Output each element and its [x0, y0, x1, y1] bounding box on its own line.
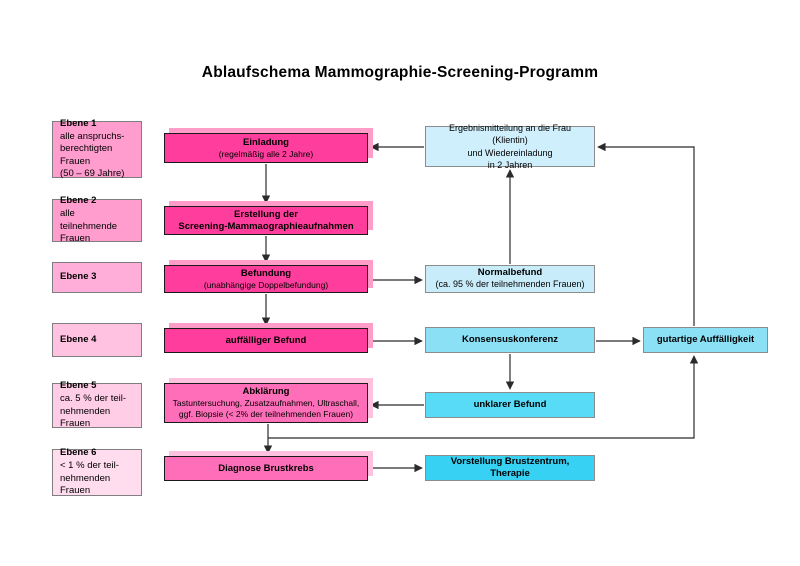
outcome-box-vorstellung-brustzentrum: Vorstellung Brustzentrum, Therapie [425, 455, 595, 481]
outcome-title: Vorstellung Brustzentrum, Therapie [450, 455, 570, 479]
step-title: Abklärung [242, 386, 290, 398]
outcome-box-normalbefund: Normalbefund (ca. 95 % der teilnehmenden… [425, 265, 595, 293]
step-box-auffaelliger-befund: auffälliger Befund [164, 328, 368, 353]
level-label: Ebene 1 [60, 118, 97, 130]
outcome-box-gutartige-auffaelligkeit: gutartige Auffälligkeit [643, 327, 768, 353]
level-desc: ca. 5 % der teil- nehmenden Frauen [60, 392, 126, 430]
outcome-box-ergebnismitteilung: Ergebnismitteilung an die Frau (Klientin… [425, 123, 595, 170]
level-desc: alle teilnehmende Frauen [60, 207, 118, 245]
level-box-ebene-2: Ebene 2 alle teilnehmende Frauen [52, 195, 142, 244]
step-title: auffälliger Befund [225, 334, 307, 346]
outcome-title: gutartige Auffälligkeit [656, 333, 755, 345]
outcome-title: Ergebnismitteilung an die Frau (Klientin… [448, 122, 572, 170]
level-box-ebene-3: Ebene 3 [52, 262, 142, 293]
step-title: Einladung [243, 136, 289, 148]
step-box-einladung: Einladung (regelmäßig alle 2 Jahre) [164, 133, 368, 163]
step-subtitle: (unabhängige Doppelbefundung) [203, 279, 329, 290]
outcome-title: unklarer Befund [473, 398, 547, 410]
level-box-ebene-5: Ebene 5 ca. 5 % der teil- nehmenden Frau… [52, 380, 142, 430]
arrow-gutartige-auffaelligkeit-to-ergebnismitteilung [597, 142, 695, 326]
level-box-ebene-4: Ebene 4 [52, 323, 142, 357]
step-box-abklaerung: Abklärung Tastuntersuchung, Zusatzaufnah… [164, 383, 368, 423]
level-label: Ebene 5 [60, 380, 97, 392]
outcome-box-konsensuskonferenz: Konsensuskonferenz [425, 327, 595, 353]
outcome-subtitle: (ca. 95 % der teilnehmenden Frauen) [435, 279, 585, 290]
level-label: Ebene 4 [60, 333, 97, 345]
step-subtitle: Tastuntersuchung, Zusatzaufnahmen, Ultra… [172, 398, 360, 419]
step-subtitle: (regelmäßig alle 2 Jahre) [218, 148, 314, 159]
page-title: Ablaufschema Mammographie-Screening-Prog… [201, 64, 599, 81]
step-title: Erstellung der Screening-Mammaographieau… [178, 208, 354, 232]
level-box-ebene-6: Ebene 6 < 1 % der teil- nehmenden Frauen [52, 447, 142, 497]
level-label: Ebene 3 [60, 271, 97, 283]
outcome-box-unklarer-befund: unklarer Befund [425, 392, 595, 418]
level-desc: alle anspruchs- berechtigten Frauen (50 … [60, 130, 125, 180]
level-desc: < 1 % der teil- nehmenden Frauen [60, 459, 119, 497]
step-title: Befundung [240, 267, 292, 279]
level-box-ebene-1: Ebene 1 alle anspruchs- berechtigten Fra… [52, 118, 142, 180]
step-title: Diagnose Brustkrebs [218, 462, 314, 474]
step-box-diagnose-brustkrebs: Diagnose Brustkrebs [164, 456, 368, 481]
arrow-abklaerung-to-gutartige-auffaelligkeit [268, 355, 699, 439]
level-label: Ebene 6 [60, 447, 97, 459]
outcome-title: Konsensuskonferenz [461, 333, 559, 345]
step-box-befundung: Befundung (unabhängige Doppelbefundung) [164, 265, 368, 293]
step-box-erstellung: Erstellung der Screening-Mammaographieau… [164, 206, 368, 235]
outcome-title: Normalbefund [477, 266, 543, 278]
level-label: Ebene 2 [60, 195, 97, 207]
